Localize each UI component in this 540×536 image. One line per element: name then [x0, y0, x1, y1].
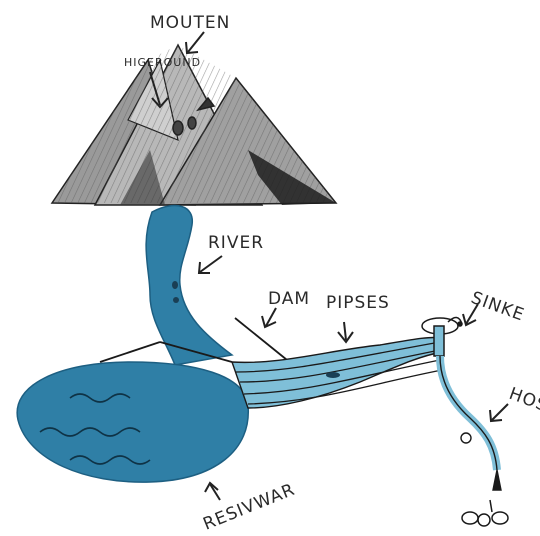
pipe-fish [326, 372, 340, 378]
label-dam: DAM [268, 289, 310, 309]
label-high-ground: HIGEROUND [124, 56, 201, 69]
label-mountain: MOUTEN [150, 13, 230, 33]
label-river: RIVER [208, 233, 264, 253]
label-pipes: PIPSES [326, 293, 390, 313]
